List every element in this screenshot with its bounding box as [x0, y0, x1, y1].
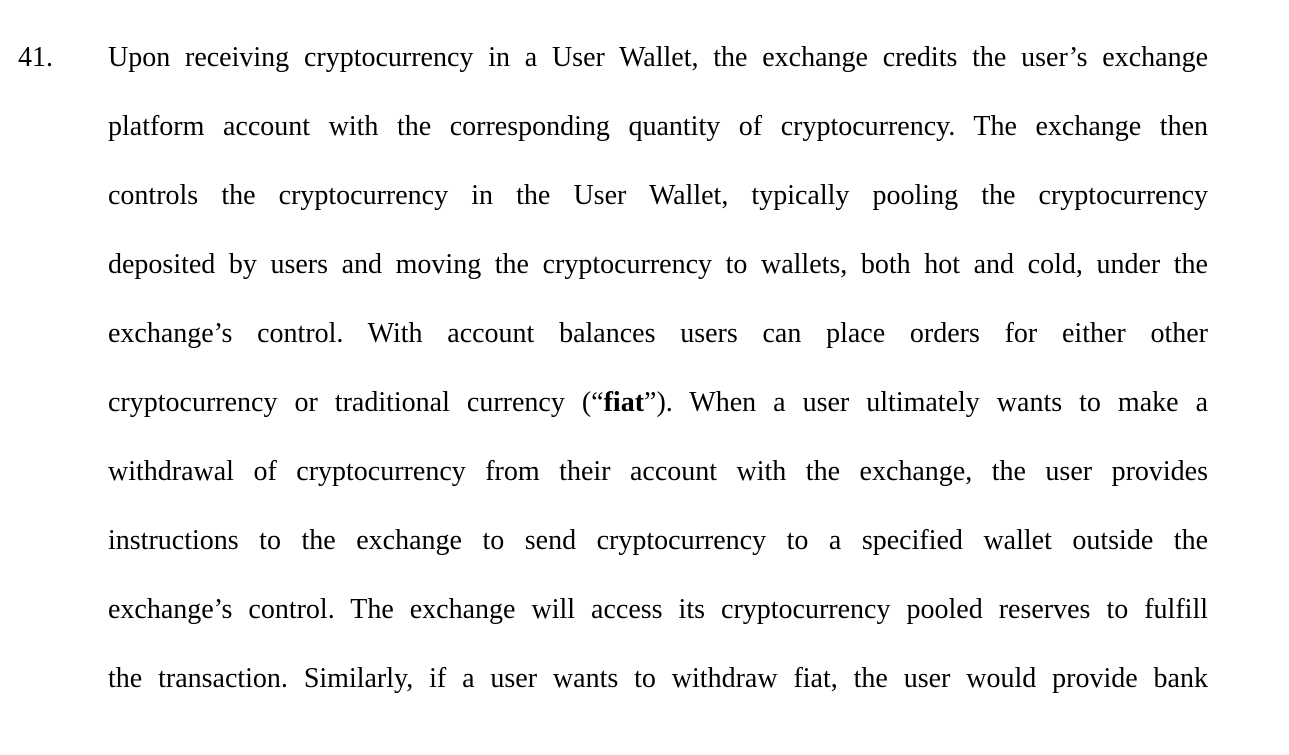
paragraph-number: 41.	[18, 42, 53, 73]
paragraph-line-10: the transaction. Similarly, if a user wa…	[108, 663, 1208, 694]
paragraph-line-4: deposited by users and moving the crypto…	[108, 249, 1208, 280]
line-6-text-after: ”). When a user ultimately wants to make…	[644, 387, 1208, 418]
paragraph-line-8: instructions to the exchange to send cry…	[108, 525, 1208, 556]
paragraph-line-5: exchange’s control. With account balance…	[108, 318, 1208, 349]
paragraph-line-2: platform account with the corresponding …	[108, 111, 1208, 142]
line-6-text-before: cryptocurrency or traditional currency (…	[108, 387, 604, 418]
paragraph-line-7: withdrawal of cryptocurrency from their …	[108, 456, 1208, 487]
paragraph-line-3: controls the cryptocurrency in the User …	[108, 180, 1208, 211]
defined-term-fiat: fiat	[603, 387, 645, 418]
paragraph-line-1: Upon receiving cryptocurrency in a User …	[108, 42, 1208, 73]
paragraph-line-9: exchange’s control. The exchange will ac…	[108, 594, 1208, 625]
paragraph-line-6: cryptocurrency or traditional currency (…	[108, 383, 1208, 423]
